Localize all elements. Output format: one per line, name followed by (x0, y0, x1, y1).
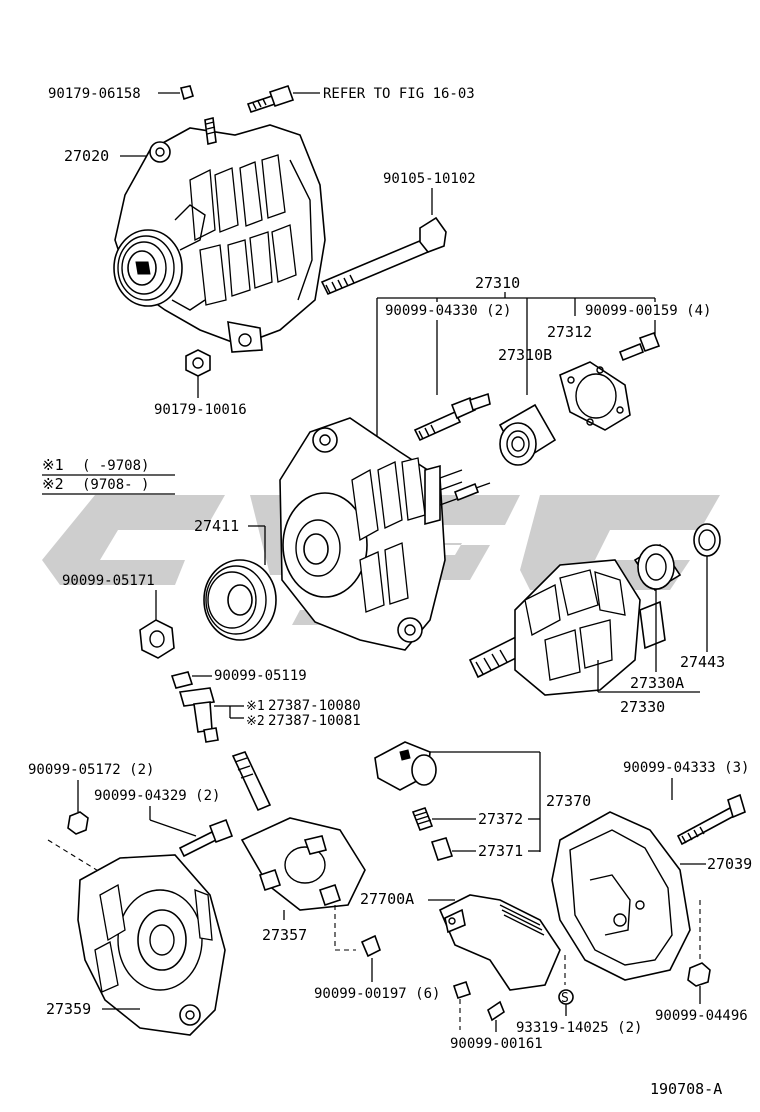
cover-27443: 27443 27330 (620, 523, 725, 716)
label-27310: 27310 (475, 274, 520, 292)
label-27312: 27312 (547, 323, 592, 341)
label-90099-04333: 90099-04333 (3) (623, 760, 749, 776)
label-27357: 27357 (262, 926, 307, 944)
nut-90179-10016: 90179-10016 (154, 349, 247, 418)
insulator-27387: ※1 27387-10080 ※2 27387-10081 (178, 687, 361, 743)
label-90179-06158: 90179-06158 (48, 86, 141, 102)
label-27370: 27370 (546, 792, 591, 810)
label-27387-10080: 27387-10080 (268, 698, 361, 714)
label-27039: 27039 (707, 855, 752, 873)
nut-90099-04496: 90099-04496 (655, 962, 748, 1024)
pulley-27411: 27411 (194, 517, 277, 641)
label-90179-10016: 90179-10016 (154, 402, 247, 418)
label-90099-04330: 90099-04330 (2) (385, 303, 511, 319)
tag-1: ※1 (246, 699, 265, 714)
drive-end-frame (279, 417, 491, 651)
rear-cover-27039: 27039 (551, 811, 752, 981)
group-27310: 27310 (376, 274, 656, 455)
label-27387-10081: 27387-10081 (268, 713, 361, 729)
clip-90179-06158: 90179-06158 (48, 85, 194, 102)
figure-id: 190708-A (650, 1080, 722, 1098)
alternator-assembly-27020: 27020 (64, 117, 326, 353)
washer-93319-14025: S 93319-14025 (2) (516, 989, 642, 1036)
legend-mark-1: ※1 (42, 456, 64, 474)
legend-mark-2: ※2 (42, 475, 64, 493)
label-27411: 27411 (194, 517, 239, 535)
nut-90099-05172: 90099-05172 (2) (28, 762, 154, 873)
label-90099-00197: 90099-00197 (6) (314, 986, 440, 1002)
label-90099-00161: 90099-00161 (450, 1036, 543, 1052)
screw-90099-00159: 90099-00159 (4) (585, 303, 711, 362)
label-90099-05172: 90099-05172 (2) (28, 762, 154, 778)
bolt-refer-fig: REFER TO FIG 16-03 (246, 84, 475, 114)
label-27359: 27359 (46, 1000, 91, 1018)
brush-holder-group-27370: 27370 27372 27371 (374, 741, 591, 861)
legend: ※1 ( -9708) ※2 (9708- ) (42, 456, 175, 495)
nut-90099-05171: 90099-05171 (62, 573, 175, 659)
label-27700A: 27700A (360, 890, 414, 908)
plate-27312: 27312 (547, 323, 631, 431)
washer-mark: S (561, 991, 569, 1006)
label-90099-04496: 90099-04496 (655, 1008, 748, 1024)
rectifier-27357: 27357 (231, 751, 366, 944)
bolt-90099-04333: 90099-04333 (3) (623, 760, 749, 846)
label-refer-fig: REFER TO FIG 16-03 (323, 86, 475, 102)
label-90099-05119: 90099-05119 (214, 668, 307, 684)
label-93319-14025: 93319-14025 (2) (516, 1020, 642, 1036)
stud-90099-04330: 90099-04330 (2) (385, 303, 511, 442)
label-27371: 27371 (478, 842, 523, 860)
legend-range-1: ( -9708) (82, 458, 149, 474)
label-27330: 27330 (620, 698, 665, 716)
label-90099-05171: 90099-05171 (62, 573, 155, 589)
label-90099-04329: 90099-04329 (2) (94, 788, 220, 804)
end-frame-27359: 27359 (46, 854, 226, 1036)
screw-90099-00161: 90099-00161 (450, 980, 543, 1052)
rotor (468, 559, 666, 696)
legend-range-2: (9708- ) (82, 477, 149, 493)
label-27020: 27020 (64, 147, 109, 165)
tag-2: ※2 (246, 714, 265, 729)
screw-90099-00197: 90099-00197 (6) (314, 905, 440, 1002)
bolt-90099-04329: 90099-04329 (2) (94, 788, 234, 858)
label-27310B: 27310B (498, 346, 552, 364)
bearing-27310B: 27310B (498, 346, 557, 466)
label-27372: 27372 (478, 810, 523, 828)
label-90099-00159: 90099-00159 (4) (585, 303, 711, 319)
through-bolt-90105-10102: 90105-10102 (320, 171, 476, 296)
regulator-27700A: 27700A (360, 890, 566, 1030)
label-90105-10102: 90105-10102 (383, 171, 476, 187)
label-27443: 27443 (680, 653, 725, 671)
label-27330A: 27330A (630, 674, 684, 692)
bearing-27330A: 27330A (597, 543, 700, 693)
terminal-90099-05119: 90099-05119 (170, 668, 307, 689)
